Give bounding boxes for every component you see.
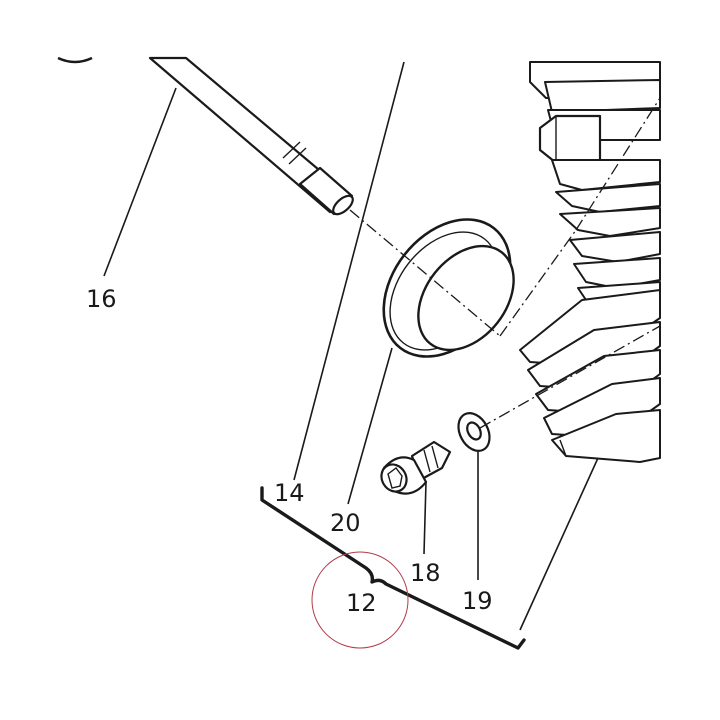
tube-part-16	[148, 56, 354, 216]
bolt-part-18	[380, 440, 452, 495]
callout-14: 14	[274, 479, 305, 507]
callout-12: 12	[346, 589, 377, 617]
callout-16: 16	[86, 285, 117, 313]
cylinder-fins	[519, 61, 661, 463]
washer-part-19	[457, 412, 491, 452]
callout-19: 19	[462, 587, 493, 615]
leader-lines	[103, 61, 599, 631]
callout-18: 18	[410, 559, 441, 587]
cylinder-boss	[538, 114, 602, 168]
highlight-circle	[311, 551, 409, 649]
assembly-center-lines	[349, 97, 661, 429]
partial-part-edge	[57, 56, 93, 64]
seal-ring-part-20	[382, 218, 515, 358]
group-brace	[260, 486, 526, 650]
callout-20: 20	[330, 509, 361, 537]
